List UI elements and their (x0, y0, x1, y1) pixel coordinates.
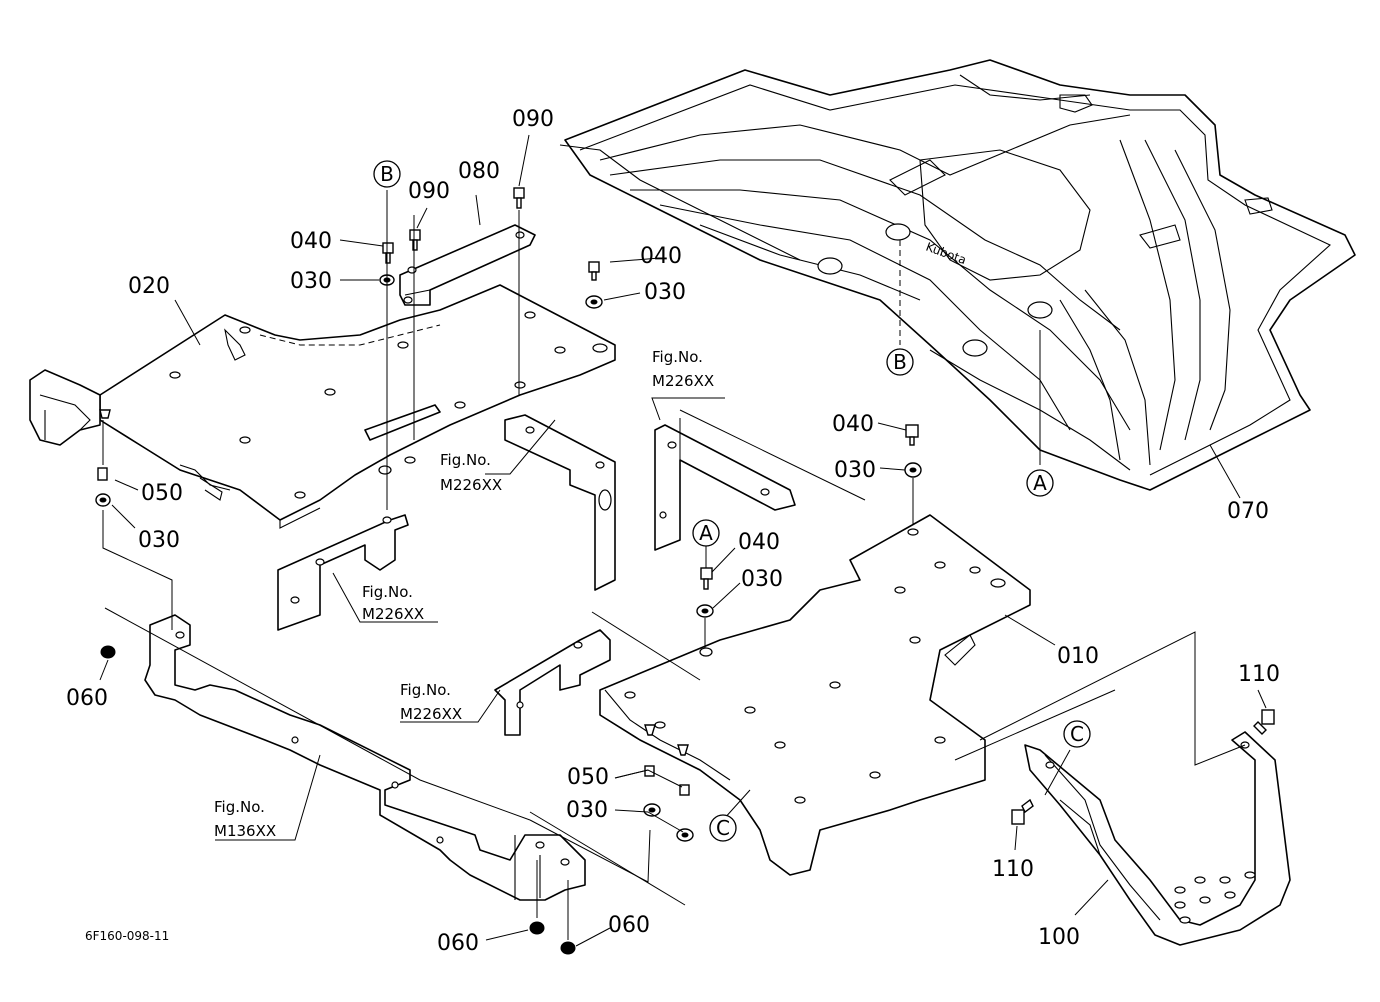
figref-1-line2: M226XX (440, 476, 502, 494)
label-080: 080 (458, 159, 500, 184)
part-number-labels: 010 020 070 080 090 090 040 040 040 040 … (66, 107, 1280, 956)
drawing-code: 6F160-098-11 (85, 929, 169, 943)
label-100: 100 (1038, 925, 1080, 950)
ref-a-1: A (699, 521, 713, 545)
fasteners (95, 187, 1275, 955)
label-010: 010 (1057, 644, 1099, 669)
label-040-a: 040 (290, 229, 332, 254)
label-110-a: 110 (1238, 662, 1280, 687)
label-030-d: 030 (834, 458, 876, 483)
figref-3-line1: Fig.No. (652, 348, 703, 366)
step-plate-020 (29, 284, 616, 529)
figref-5-line2: M136XX (214, 822, 276, 840)
label-030-a: 030 (290, 269, 332, 294)
step-100 (1024, 731, 1291, 946)
figref-4-line2: M226XX (400, 705, 462, 723)
label-110-b: 110 (992, 857, 1034, 882)
step-plate-010 (599, 514, 1031, 876)
ref-c-1: C (716, 816, 730, 840)
label-040-d: 040 (738, 530, 780, 555)
label-090-a: 090 (408, 179, 450, 204)
label-030-c: 030 (138, 528, 180, 553)
label-030-e: 030 (741, 567, 783, 592)
label-060-b: 060 (437, 931, 479, 956)
figure-references: Fig.No. M226XX Fig.No. M226XX Fig.No. M2… (214, 348, 714, 840)
ref-a-2: A (1033, 471, 1047, 495)
lower-left-bracket (277, 514, 409, 631)
label-040-b: 040 (640, 244, 682, 269)
leader-lines (99, 134, 1267, 947)
reference-markers: B B A A C C (373, 160, 1091, 842)
ref-b-2: B (893, 350, 907, 374)
lower-center-bracket (494, 629, 611, 736)
figref-5-line1: Fig.No. (214, 798, 265, 816)
label-020: 020 (128, 274, 170, 299)
label-040-c: 040 (832, 412, 874, 437)
label-090-b: 090 (512, 107, 554, 132)
label-070: 070 (1227, 499, 1269, 524)
center-bracket (504, 414, 616, 591)
label-050-b: 050 (567, 765, 609, 790)
ref-c-2: C (1070, 722, 1084, 746)
figref-2-line2: M226XX (362, 605, 424, 623)
label-030-f: 030 (566, 798, 608, 823)
figref-4-line1: Fig.No. (400, 681, 451, 699)
label-060-c: 060 (608, 913, 650, 938)
label-060-a: 060 (66, 686, 108, 711)
bracket-080 (399, 224, 536, 306)
label-050-a: 050 (141, 481, 183, 506)
right-bracket (654, 424, 796, 551)
floor-mat-070: Kubota (559, 59, 1356, 491)
figref-3-line2: M226XX (652, 372, 714, 390)
frame-bracket (144, 614, 586, 901)
figref-2-line1: Fig.No. (362, 583, 413, 601)
label-030-b: 030 (644, 280, 686, 305)
figref-1-line1: Fig.No. (440, 451, 491, 469)
ref-b-1: B (380, 162, 394, 186)
